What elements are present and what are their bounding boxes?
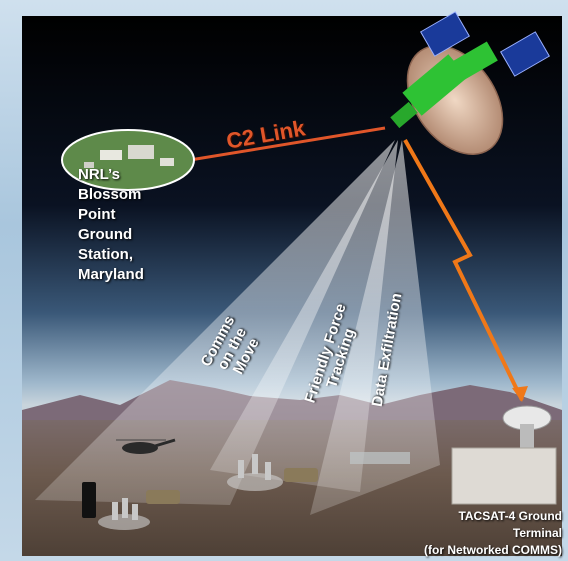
ground-terminal-label: TACSAT-4 Ground Terminal (for Networked … (342, 508, 562, 559)
ground-station-label-line: Station, (78, 246, 133, 263)
solar-panel (419, 11, 471, 57)
ground-station-label-line: Ground (78, 226, 133, 243)
ground-station-label-line: NRL’s (78, 166, 120, 183)
helicopter (116, 438, 176, 454)
ground-station-label-line: Maryland (78, 266, 144, 283)
satellite-bus (452, 41, 498, 81)
ground-station-label-line: Point (78, 206, 116, 223)
ground-terminal (451, 405, 557, 505)
satellite-feed (390, 101, 418, 129)
humvee-left (146, 490, 180, 504)
terminal-label-line: TACSAT-4 Ground (458, 509, 562, 523)
c2-link-line (189, 126, 386, 162)
soldiers-group-left (98, 498, 150, 530)
downlink-bolt (403, 139, 524, 401)
humvee-center (284, 468, 318, 482)
field-site (350, 452, 410, 464)
soldiers-group-center (227, 454, 283, 491)
handheld-radio (82, 482, 96, 518)
terminal-label-line: (for Networked COMMS) (424, 543, 562, 557)
downlink-arrowhead (512, 386, 528, 402)
solar-panel (499, 31, 551, 77)
tacsat-4-satellite (390, 11, 551, 155)
beam-comms-on-move (35, 140, 395, 505)
terminal-label-line: Terminal (512, 526, 562, 540)
ground-station-label: NRL’s Blossom Point Ground Station, Mary… (78, 165, 188, 285)
ground-station-label-line: Blossom (78, 186, 142, 203)
beam-data-exfiltration (310, 140, 440, 515)
ground-station-photo (61, 129, 195, 191)
satellite-body (402, 54, 468, 116)
